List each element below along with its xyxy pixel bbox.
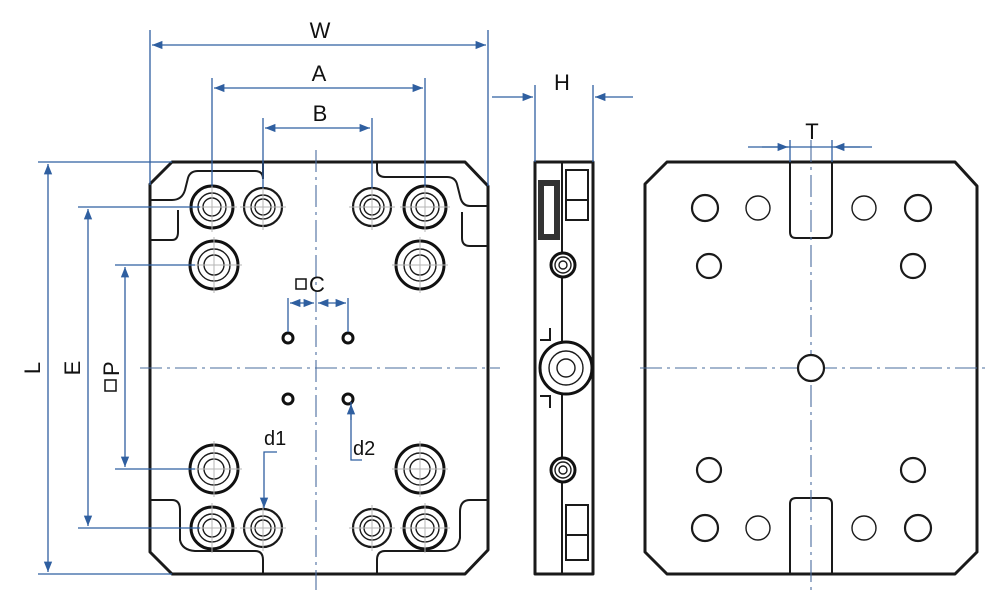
side-bottom-block-2 [565,534,589,561]
hole-bottom-right-1 [400,503,450,553]
pin-holes [281,331,355,406]
back-hole-9 [690,513,720,543]
hole-bottom-right-2 [349,505,395,551]
side-screw-bottom [549,456,577,484]
hole-top-right-1 [400,182,450,232]
side-center-bore [538,340,594,396]
back-hole-3 [851,195,877,221]
back-hole-10 [745,515,771,541]
leader-d2 [350,402,362,461]
hole-top-right-2 [349,184,395,230]
label-d1: d1 [264,428,286,450]
side-top-block-2 [565,199,589,221]
label-c: C [309,272,325,297]
side-screw-top [549,251,577,279]
pin-hole-2 [341,331,355,345]
label-d2: d2 [353,438,375,460]
notch-bottom-right [376,499,488,574]
notch-top-left [150,162,264,201]
back-hole-7 [695,456,723,484]
back-hole-2 [745,195,771,221]
back-hole-4 [903,193,933,223]
hole-top-left-2 [240,184,286,230]
counterbore-holes [186,182,450,553]
hole-bottom-left-2 [240,505,286,551]
label-h: H [554,70,570,95]
side-logo-text-area [544,186,554,234]
notch-top-right-lower [461,212,488,247]
front-view [140,150,500,590]
side-view [533,160,595,576]
label-p: P [99,361,124,376]
label-w: W [310,18,331,43]
back-hole-6 [899,252,927,280]
back-hole-5 [695,252,723,280]
pin-hole-1 [281,331,295,345]
back-hole-11 [851,515,877,541]
notch-top-right [376,162,488,207]
label-t: T [805,119,818,144]
back-view [640,140,990,590]
label-l: L [20,362,45,374]
hole-mid-top-right [392,237,448,293]
pin-hole-3 [281,392,295,406]
label-p-group: P [99,361,124,392]
back-hole-1 [690,193,720,223]
back-hole-8 [899,456,927,484]
label-e: E [60,361,85,376]
tolerance-square-p [104,379,117,392]
side-bracket-bottom [540,395,551,408]
hole-mid-bottom-left [186,441,242,497]
label-b: B [313,101,328,126]
tolerance-square-c [295,278,307,290]
leader-d1 [263,451,277,486]
hole-mid-bottom-right [392,441,448,497]
back-center-hole [796,353,826,383]
side-bracket-top [540,328,551,341]
label-a: A [312,61,327,86]
notch-top-left-lower [150,210,179,241]
side-dimensions: H [492,70,633,162]
back-hole-12 [903,513,933,543]
front-dimensions: W A B L E P C [20,18,489,575]
back-dimensions: T [748,119,872,162]
notch-bottom-left [150,499,264,574]
